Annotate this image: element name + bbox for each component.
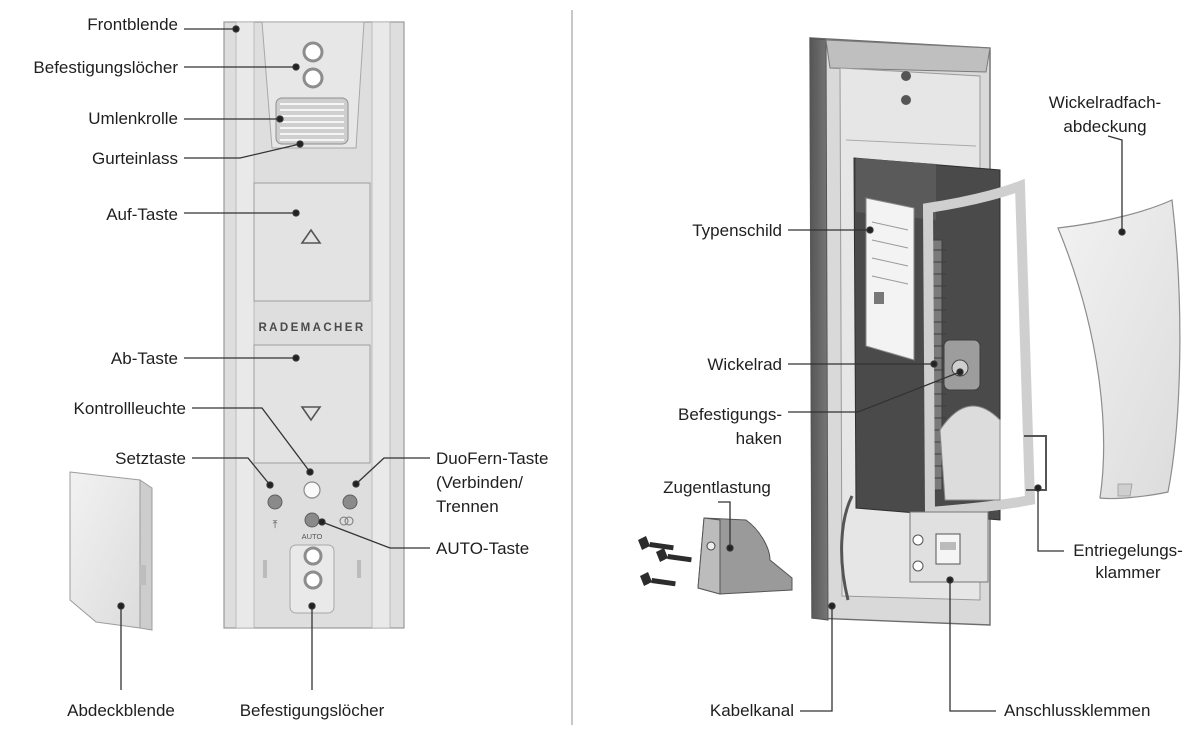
up-button [253,182,371,302]
left-leader-lines [117,25,430,690]
down-button [253,344,371,464]
label-wickelradfach-1: Wickelradfach- [1048,93,1162,112]
auto-mark: AUTO [302,532,323,541]
mounting-hole [901,71,911,81]
label-duofern-taste-2: (Verbinden/ [436,473,523,492]
label-setztaste: Setztaste [115,449,186,468]
label-entriegelung-1: Entriegelungs- [1073,541,1183,560]
label-befestigungsloecher-top: Befestigungslöcher [33,58,178,77]
mounting-hole [302,67,324,89]
right-leader-lines [718,135,1126,712]
label-befestigungshaken-2: haken [735,429,782,448]
up-arrow-icon [300,228,322,244]
label-auto-taste: AUTO-Taste [436,539,530,558]
label-kontrollleuchte: Kontrollleuchte [73,399,186,418]
mounting-hole [302,41,324,63]
open-view-device [809,37,1047,626]
label-frontblende: Frontblende [87,15,178,34]
type-plate [865,197,915,361]
mounting-hole [303,570,323,590]
label-anschlussklemmen: Anschlussklemmen [1004,701,1151,720]
label-wickelrad: Wickelrad [707,355,782,374]
setztaste-symbol: ⤒ [273,519,278,531]
wickelradfach-cover [1057,199,1181,500]
label-duofern-taste-1: DuoFern-Taste [436,449,549,468]
down-arrow-icon [300,406,322,422]
label-entriegelung-2: klammer [1095,563,1161,582]
label-befestigungshaken-1: Befestigungs- [678,405,782,424]
label-befestigungsloecher-bottom: Befestigungslöcher [239,701,385,720]
label-zugentlastung: Zugentlastung [663,478,771,497]
abdeckblende-part [69,471,153,631]
label-abdeckblende: Abdeckblende [67,701,175,720]
front-view-device: RADEMACHER ⤒ AUTO [223,21,405,629]
label-umlenkrolle: Umlenkrolle [88,109,178,128]
auto-button [304,512,320,528]
brand-logo: RADEMACHER [258,322,365,334]
label-wickelradfach-2: abdeckung [1063,117,1147,136]
duofern-button [342,494,358,510]
label-kabelkanal: Kabelkanal [709,701,794,720]
label-gurteinlass: Gurteinlass [92,149,178,168]
duofern-symbol-icon [339,516,349,526]
label-ab-taste: Ab-Taste [110,349,178,368]
label-auf-taste: Auf-Taste [106,205,178,224]
zugentlastung-part [697,517,793,595]
control-led [303,481,321,499]
screw-icons [638,536,692,587]
label-duofern-taste-3: Trennen [436,497,499,516]
mounting-hole [901,95,911,105]
mounting-hole [303,546,323,566]
umlenkrolle-roller [275,97,349,145]
label-typenschild: Typenschild [692,221,782,240]
setztaste-button [267,494,283,510]
